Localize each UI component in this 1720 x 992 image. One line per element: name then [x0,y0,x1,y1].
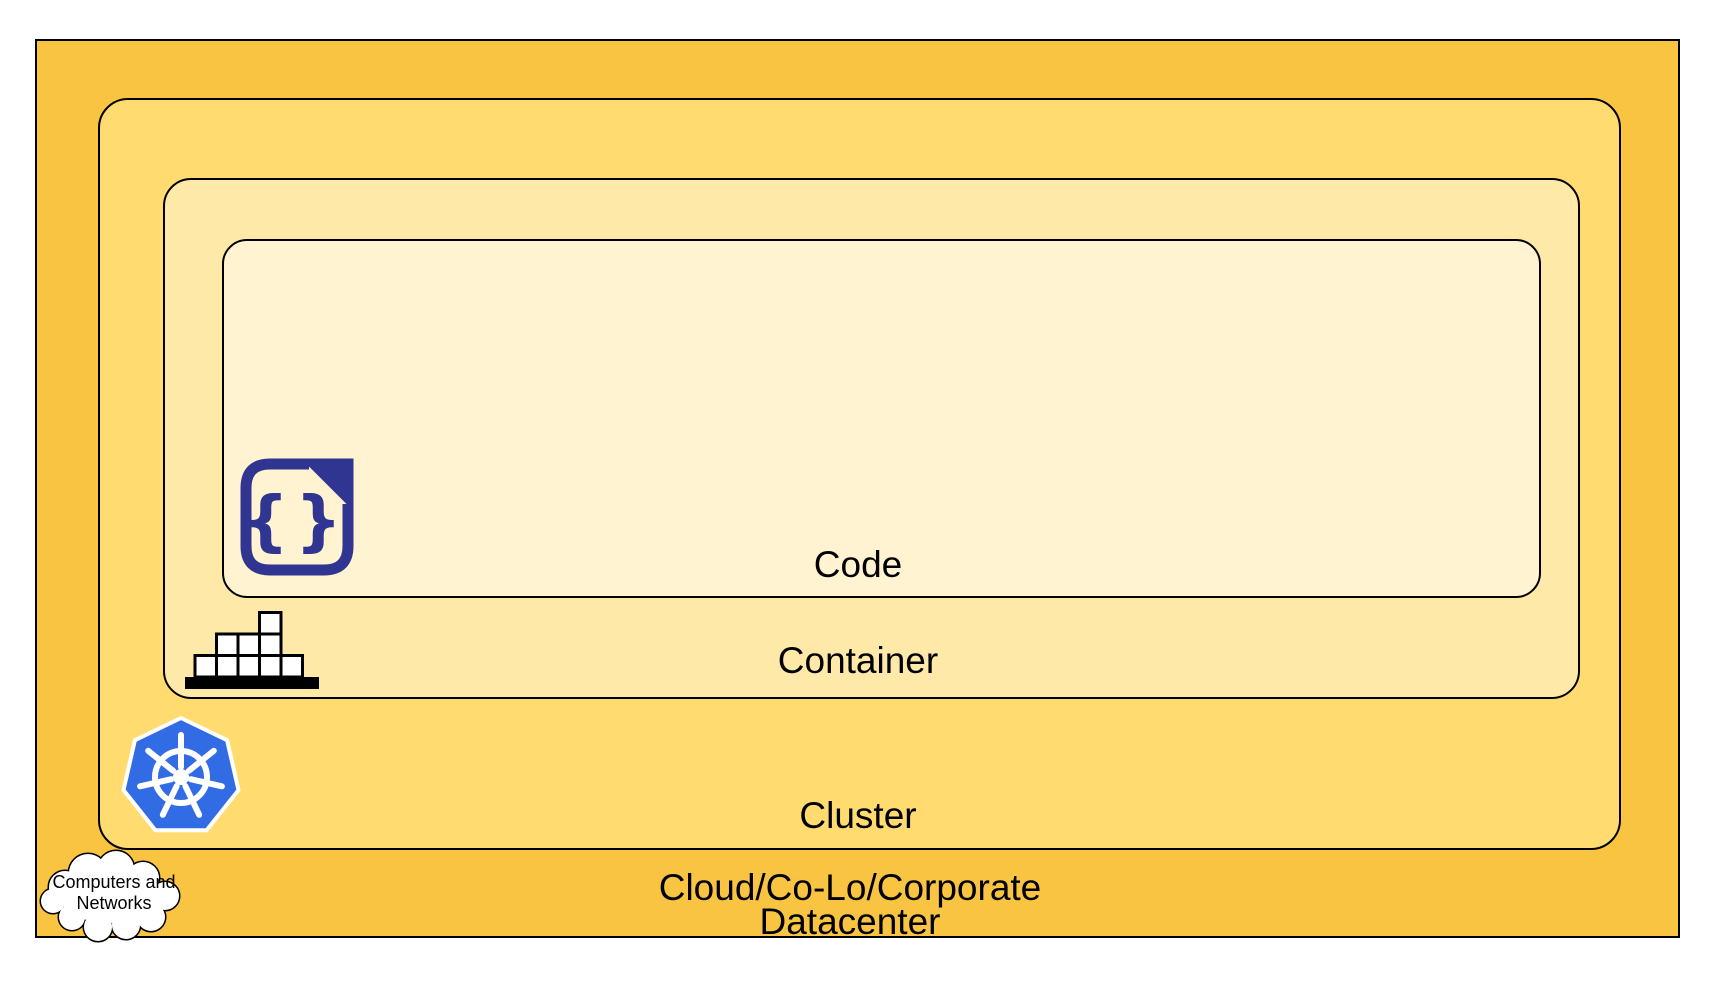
container-base-bar [185,677,319,689]
code-file-icon: {} [240,458,354,576]
cloud-body [41,851,179,941]
container-bricks [193,611,304,679]
code-file-outline [240,458,354,576]
cloud-callout-line2: Networks [76,893,152,913]
cluster-label: Cluster [799,795,917,836]
helm-hub [173,769,189,785]
cloud-callout-text: Computers and Networks [52,872,175,914]
container-stack-icon [185,611,319,689]
code-file-fold [301,458,354,511]
datacenter-label: Cloud/Co-Lo/Corporate Datacenter [658,867,1042,942]
container-label: Container [777,640,939,681]
datacenter-label-line1: Cloud/Co-Lo/Corporate [658,867,1042,908]
computers-networks-cloud-icon [39,849,181,943]
helm-rim [152,748,210,806]
code-braces-glyph: {} [242,482,348,559]
cloud-callout-line1: Computers and [52,872,176,892]
kubernetes-helm-icon [121,716,241,833]
code-layer-box [222,239,1541,598]
datacenter-label-line2: Datacenter [759,901,941,942]
code-label: Code [813,544,903,585]
